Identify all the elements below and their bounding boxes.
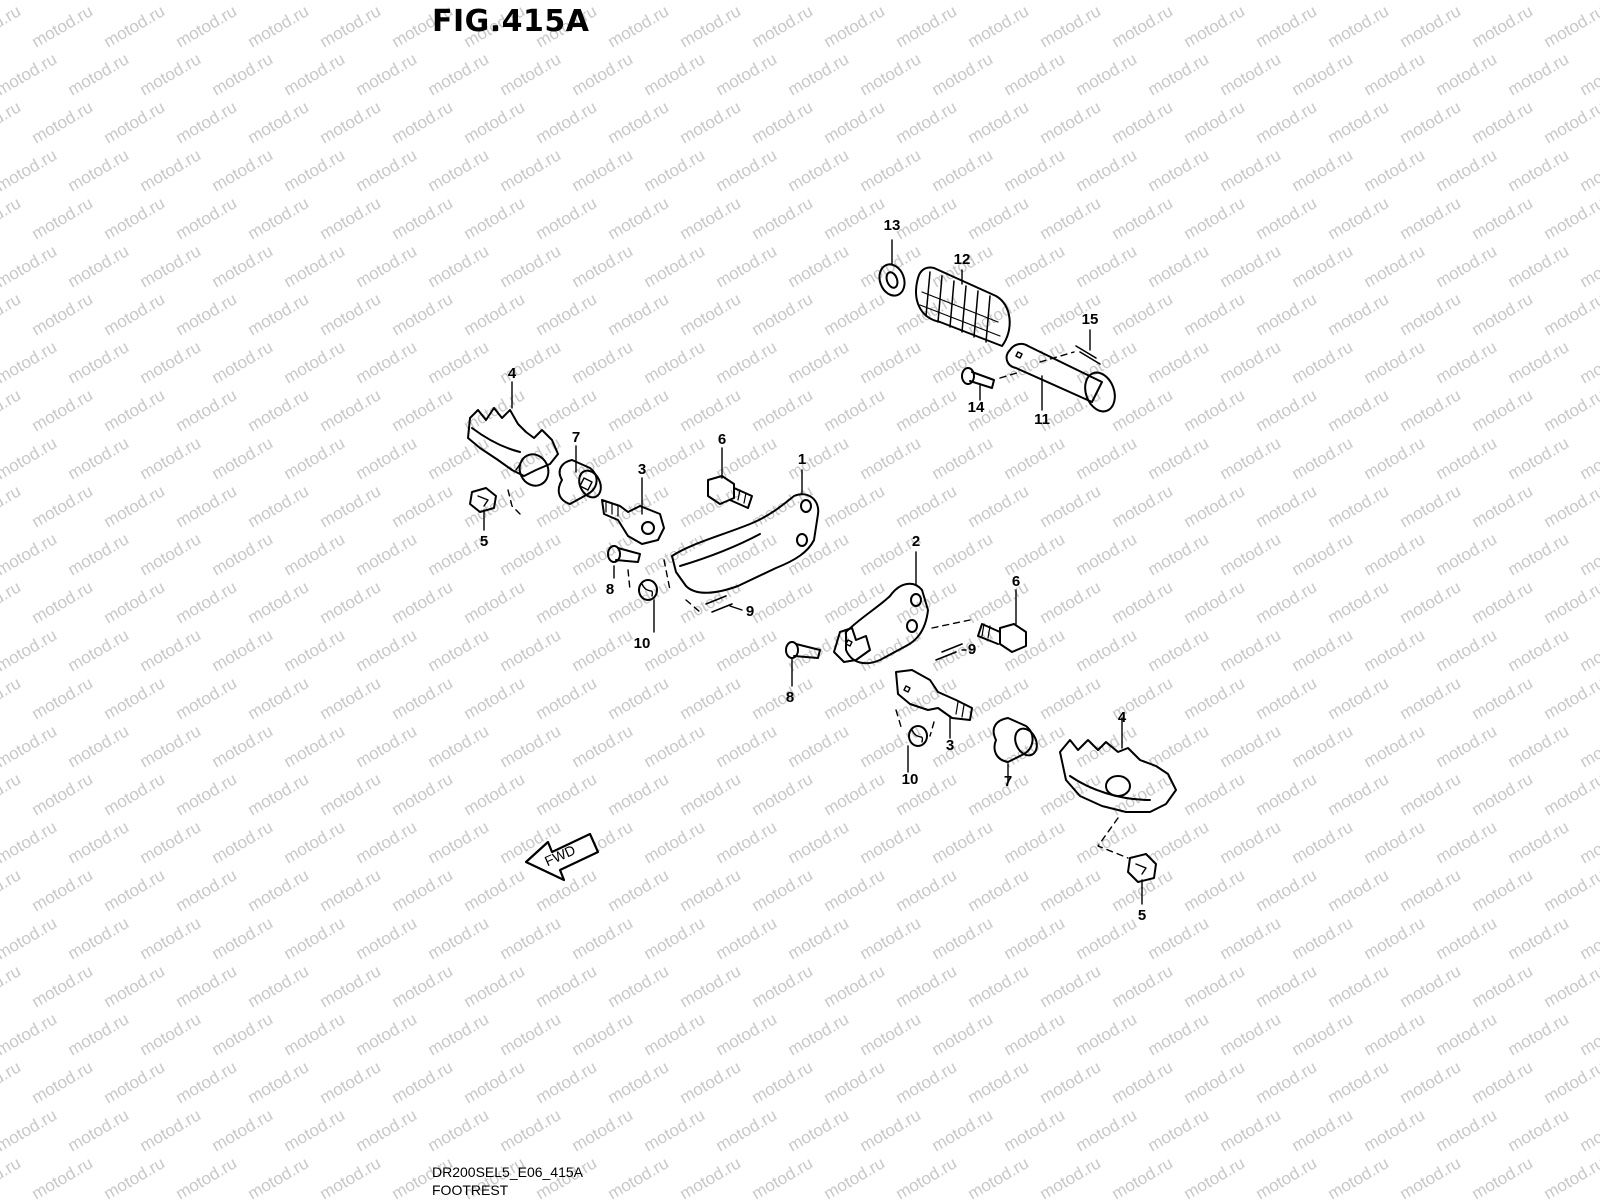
shaft-3-right	[895, 669, 973, 721]
callout-3-left: 3	[638, 461, 646, 478]
nut-5-right	[1127, 853, 1157, 883]
callout-7-left: 7	[572, 429, 580, 446]
diagram-code: DR200SEL5_E06_415A	[432, 1164, 584, 1180]
callout-11: 11	[1034, 411, 1050, 428]
nut-5-left	[469, 487, 497, 513]
footrest-step-4-right	[1059, 739, 1177, 813]
watermark-text: motod.ru	[1577, 0, 1600, 3]
callout-13: 13	[884, 217, 901, 234]
bolt-6-right	[977, 623, 1027, 653]
diagram-name: FOOTREST	[432, 1182, 509, 1198]
callout-9-left: 9	[746, 603, 754, 620]
pin-8-right	[785, 641, 821, 659]
callout-5-right: 5	[1138, 907, 1146, 924]
callout-9-right: 9	[968, 641, 976, 658]
spring-10-left	[638, 579, 658, 601]
callout-4-left: 4	[508, 365, 517, 382]
callout-3-right: 3	[946, 737, 954, 754]
footrest-step-4-left	[467, 407, 559, 487]
bracket-2	[833, 582, 929, 665]
callout-2: 2	[912, 533, 920, 550]
bracket-1	[671, 493, 820, 594]
cotter-pin-9-left	[705, 595, 733, 613]
washer-13	[878, 263, 906, 297]
callout-8-left: 8	[606, 581, 614, 598]
grip-rubber-12	[915, 266, 1011, 347]
cotter-pin-15	[1075, 345, 1101, 365]
pin-8-left	[607, 545, 641, 563]
shaft-3-left	[601, 499, 665, 545]
callout-10-right: 10	[902, 771, 919, 788]
callout-6-right: 6	[1012, 573, 1020, 590]
callout-7-right: 7	[1004, 773, 1012, 790]
callout-1: 1	[798, 451, 806, 468]
callout-10-left: 10	[634, 635, 651, 652]
callout-5-left: 5	[480, 533, 488, 550]
callout-labels: 1 2 3 3 4 4 5 5 6 6 7 7 8 8 9 9 10 10 11…	[480, 217, 1146, 924]
pin-14	[961, 367, 995, 389]
callout-15: 15	[1082, 311, 1099, 328]
callout-12: 12	[954, 251, 971, 268]
collar-7-left	[557, 459, 602, 505]
cotter-pin-9-right	[935, 643, 963, 661]
callout-14: 14	[968, 399, 985, 416]
spring-10-right	[908, 725, 928, 747]
callout-4-right: 4	[1118, 709, 1127, 726]
bolt-6-left	[707, 475, 753, 509]
callout-6-left: 6	[718, 431, 726, 448]
callout-8-right: 8	[786, 689, 794, 706]
collar-7-right	[992, 717, 1038, 763]
